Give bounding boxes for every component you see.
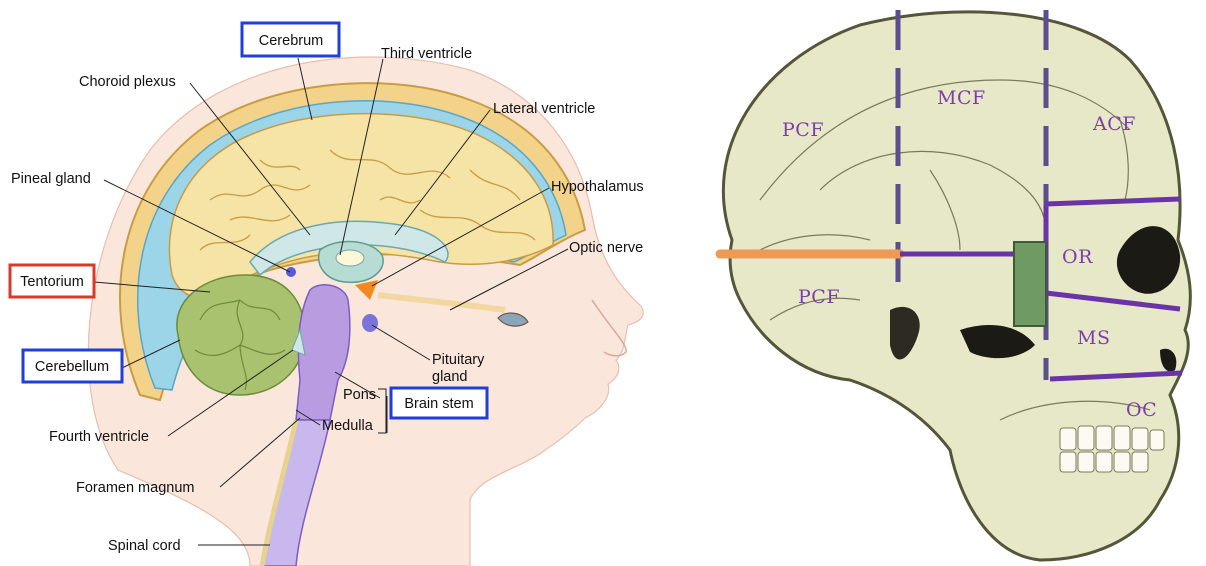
zone-label-pcf-upper: PCF	[782, 119, 824, 141]
pituitary-gland	[362, 314, 378, 332]
foramen-magnum-label: Foramen magnum	[76, 480, 194, 496]
zone-label-oc: OC	[1126, 399, 1157, 421]
nasal-cavity	[1160, 348, 1177, 372]
spinal-canal	[259, 419, 299, 566]
pons-label: Pons	[343, 387, 376, 403]
spinal-cord-label: Spinal cord	[108, 538, 181, 554]
purple-line-maxilla-bottom	[1049, 370, 1183, 382]
purple-line-orbit-top	[1045, 196, 1181, 207]
hypothalamus-shape	[355, 280, 378, 300]
skull-diagram: PCF MCF ACF PCF OR MS OC	[715, 10, 1192, 562]
leader-lines	[93, 57, 569, 546]
zone-label-pcf-lower: PCF	[798, 286, 840, 308]
skull-sutures	[759, 79, 1151, 421]
tentorium-box	[8, 263, 96, 299]
cranium	[721, 10, 1192, 562]
pituitary-label-line1: Pituitary	[432, 352, 485, 368]
brain-stem-label: Brain stem	[404, 396, 473, 412]
fourth-ventricle-label: Fourth ventricle	[49, 429, 149, 445]
pineal-gland	[286, 267, 296, 277]
orbit	[1116, 226, 1181, 294]
medulla-label: Medulla	[322, 418, 374, 434]
jaw-notch	[960, 325, 1035, 359]
ear-canal	[890, 306, 920, 360]
cerebellum-label: Cerebellum	[35, 359, 109, 375]
fourth-ventricle-shape	[291, 328, 306, 356]
brain-diagram: Cerebrum Third ventricle Choroid plexus …	[8, 21, 644, 566]
cerebrum-box	[240, 21, 341, 58]
green-block	[1013, 241, 1047, 327]
teeth	[1059, 425, 1165, 473]
zone-label-acf: ACF	[1092, 113, 1136, 135]
brain-stem-box	[389, 386, 489, 420]
eye	[497, 312, 529, 327]
lateral-ventricle-label: Lateral ventricle	[493, 101, 595, 117]
brain-stem-bracket	[378, 388, 387, 434]
pituitary-label-line2: gland	[432, 369, 467, 385]
optic-nerve-shape	[377, 292, 506, 313]
optic-nerve-label: Optic nerve	[569, 240, 643, 256]
choroid-plexus-label: Choroid plexus	[79, 74, 176, 90]
tentorium-label: Tentorium	[20, 274, 84, 290]
zone-label-mcf: MCF	[937, 87, 986, 109]
zone-label-or: OR	[1062, 246, 1093, 268]
cerebellum-region	[176, 274, 306, 396]
pineal-gland-label: Pineal gland	[11, 171, 91, 187]
nose	[591, 299, 627, 357]
zone-label-ms: MS	[1077, 327, 1110, 349]
thalamus	[335, 249, 365, 267]
purple-line-orbit-bottom	[1045, 290, 1181, 312]
cerebellum-box	[21, 348, 124, 384]
cerebellum-folia	[194, 299, 286, 391]
lateral-ventricle-shape	[249, 220, 449, 277]
third-ventricle-label: Third ventricle	[381, 46, 472, 62]
brain-stem-region	[295, 284, 351, 421]
gyri	[199, 149, 536, 251]
hypothalamus-label: Hypothalamus	[551, 179, 644, 195]
cerebrum-label: Cerebrum	[259, 33, 323, 49]
